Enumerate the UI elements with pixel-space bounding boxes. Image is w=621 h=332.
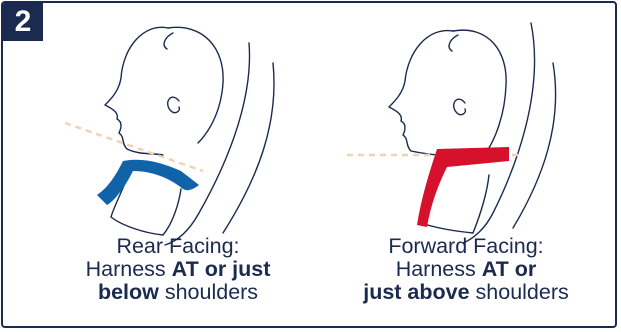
rear-facing-line3-bold: below <box>98 280 159 304</box>
forward-head-outline <box>389 31 453 155</box>
rear-head-back <box>168 27 223 143</box>
rear-facing-title: Rear Facing: <box>43 235 313 258</box>
rear-hair-curl <box>164 33 173 49</box>
forward-facing-caption: Forward Facing: Harness AT or just above… <box>321 235 611 304</box>
rear-ear <box>168 97 180 112</box>
forward-facing-line3-bold: just above <box>363 280 469 304</box>
forward-facing-line2-bold: AT or <box>482 257 537 281</box>
rear-facing-line3-suffix: shoulders <box>159 280 258 304</box>
forward-head-back <box>453 30 506 151</box>
forward-harness-strap <box>417 147 509 227</box>
forward-facing-line2: Harness AT or <box>321 258 611 281</box>
forward-facing-title: Forward Facing: <box>321 235 611 258</box>
rear-facing-caption: Rear Facing: Harness AT or just below sh… <box>43 235 313 304</box>
rear-facing-figure <box>105 27 274 245</box>
rear-facing-line2-bold: AT or just <box>172 257 271 281</box>
rear-facing-line2-prefix: Harness <box>86 257 172 281</box>
step-card: 2 <box>1 1 617 328</box>
forward-ear <box>454 99 466 114</box>
forward-facing-line3: just above shoulders <box>321 281 611 304</box>
rear-head-outline <box>105 27 168 155</box>
forward-facing-figure <box>389 23 556 243</box>
rear-seat-outline <box>165 43 250 245</box>
forward-facing-line3-suffix: shoulders <box>470 280 569 304</box>
rear-facing-line3: below shoulders <box>43 281 313 304</box>
forward-hair-curl <box>449 35 458 51</box>
forward-facing-line2-prefix: Harness <box>396 257 482 281</box>
rear-harness-strap <box>97 160 199 205</box>
forward-seat-outline-inner <box>513 63 556 228</box>
rear-facing-line2: Harness AT or just <box>43 258 313 281</box>
